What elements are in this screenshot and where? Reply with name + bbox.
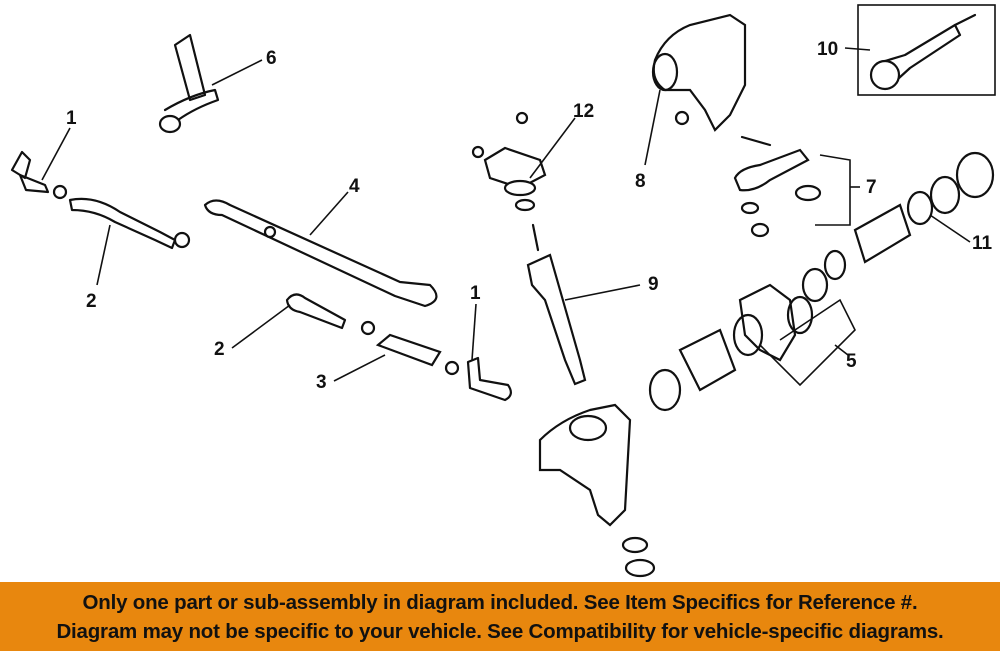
banner-line-1: Only one part or sub-assembly in diagram… <box>82 591 918 614</box>
disclaimer-banner: Only one part or sub-assembly in diagram… <box>0 582 1000 651</box>
part-11-seal-kit <box>801 151 995 303</box>
callout-3: 3 <box>316 372 327 393</box>
steering-parts-drawing: 1 1 2 2 3 4 5 6 7 8 9 10 11 12 <box>10 4 996 578</box>
steering-gear-housing <box>538 403 656 578</box>
callout-9: 9 <box>648 274 659 295</box>
part-7-pitman-arm <box>733 148 822 238</box>
part-12-sector-shaft-cover <box>471 111 547 212</box>
part-2-tie-rod-left <box>68 197 191 250</box>
callout-leaders <box>41 47 971 387</box>
callout-11: 11 <box>972 233 993 254</box>
part-5-rack-piston-assembly <box>648 283 814 412</box>
part-3-adjusting-sleeve <box>375 333 460 376</box>
callout-1-left: 1 <box>66 108 77 129</box>
callout-12: 12 <box>573 101 594 122</box>
part-2-tie-rod-end-right <box>285 293 376 336</box>
part-8-steering-gear <box>651 13 772 147</box>
banner-line-2: Diagram may not be specific to your vehi… <box>56 620 944 643</box>
part-1-tie-rod-end-left <box>10 150 68 200</box>
callout-8: 8 <box>635 171 646 192</box>
callout-6: 6 <box>266 48 277 69</box>
callout-4: 4 <box>349 176 360 197</box>
callout-1-right: 1 <box>470 283 481 304</box>
part-9-sector-shaft <box>526 223 587 386</box>
callout-5: 5 <box>846 351 857 372</box>
part-4-center-link <box>203 199 438 308</box>
part-1-tie-rod-end-right <box>466 356 512 402</box>
callout-10: 10 <box>817 39 838 60</box>
callout-2-right: 2 <box>214 339 225 360</box>
part-6-idler-arm-bracket <box>158 33 220 134</box>
callout-2-left: 2 <box>86 291 97 312</box>
part-10-valve-assembly <box>869 13 977 91</box>
callout-7: 7 <box>866 177 877 198</box>
